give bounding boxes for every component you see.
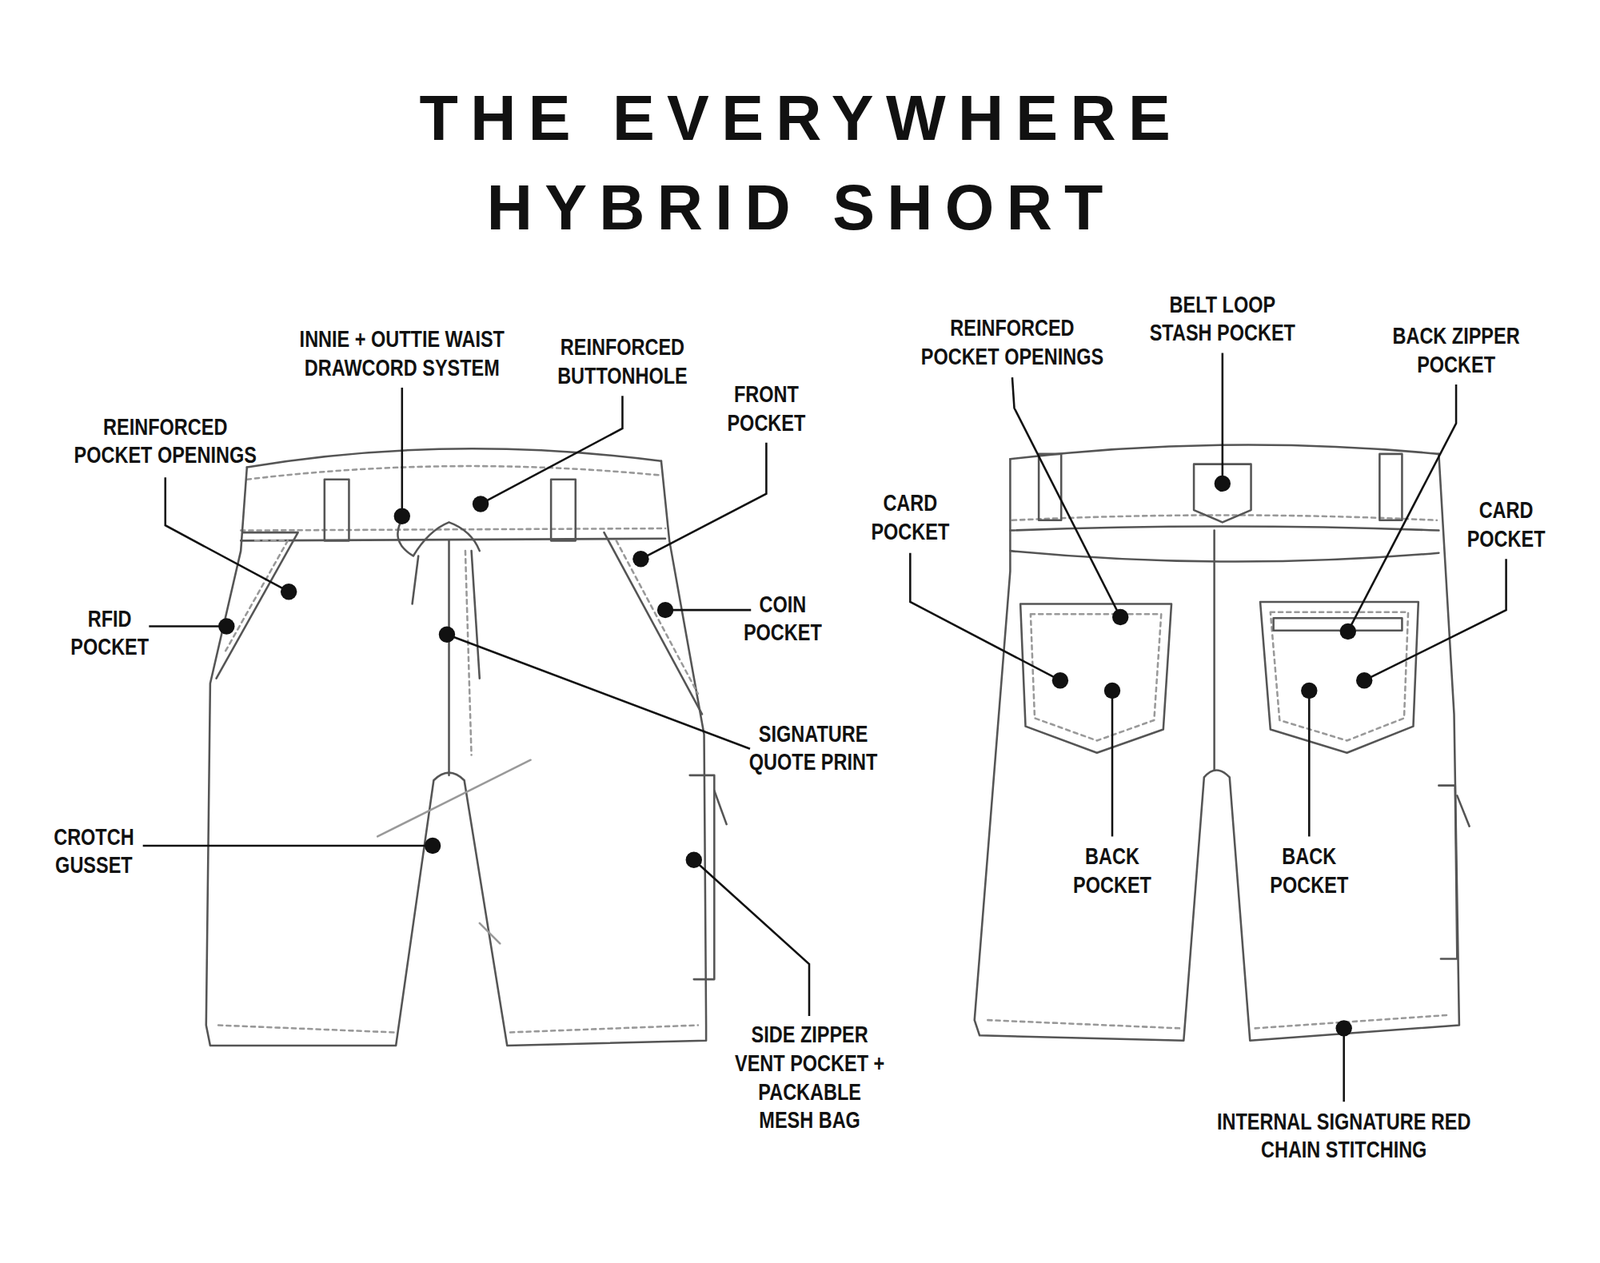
part-label: BELT LOOP STASH POCKET — [1137, 289, 1309, 347]
part-label: REINFORCED POCKET OPENINGS — [909, 313, 1114, 371]
part-label: SIGNATURE QUOTE PRINT — [735, 719, 891, 777]
back-shorts — [974, 445, 1470, 1042]
part-label: BACK ZIPPER POCKET — [1378, 321, 1534, 379]
callout-dots — [218, 475, 1373, 1038]
part-label: REINFORCED BUTTONHOLE — [540, 332, 704, 390]
part-label: COIN POCKET — [734, 590, 831, 647]
part-label: INTERNAL SIGNATURE RED CHAIN STITCHING — [1208, 1107, 1479, 1165]
part-label: CARD POCKET — [861, 488, 958, 546]
part-label: RFID POCKET — [62, 603, 156, 661]
part-label: REINFORCED POCKET OPENINGS — [63, 412, 268, 470]
front-shorts — [206, 448, 727, 1046]
part-label: INNIE + OUTTIE WAIST DRAWCORD SYSTEM — [267, 324, 537, 382]
diagram-title: THE EVERYWHERE HYBRID SHORT — [362, 73, 1240, 254]
part-label: BACK POCKET — [1064, 841, 1161, 899]
part-label: BACK POCKET — [1260, 841, 1357, 899]
part-label: CARD POCKET — [1457, 495, 1554, 553]
leader-lines — [143, 353, 1507, 1103]
part-label: FRONT POCKET — [717, 379, 816, 437]
part-label: CROTCH GUSSET — [44, 822, 144, 880]
part-label: SIDE ZIPPER VENT POCKET + PACKABLE MESH … — [734, 1020, 886, 1135]
